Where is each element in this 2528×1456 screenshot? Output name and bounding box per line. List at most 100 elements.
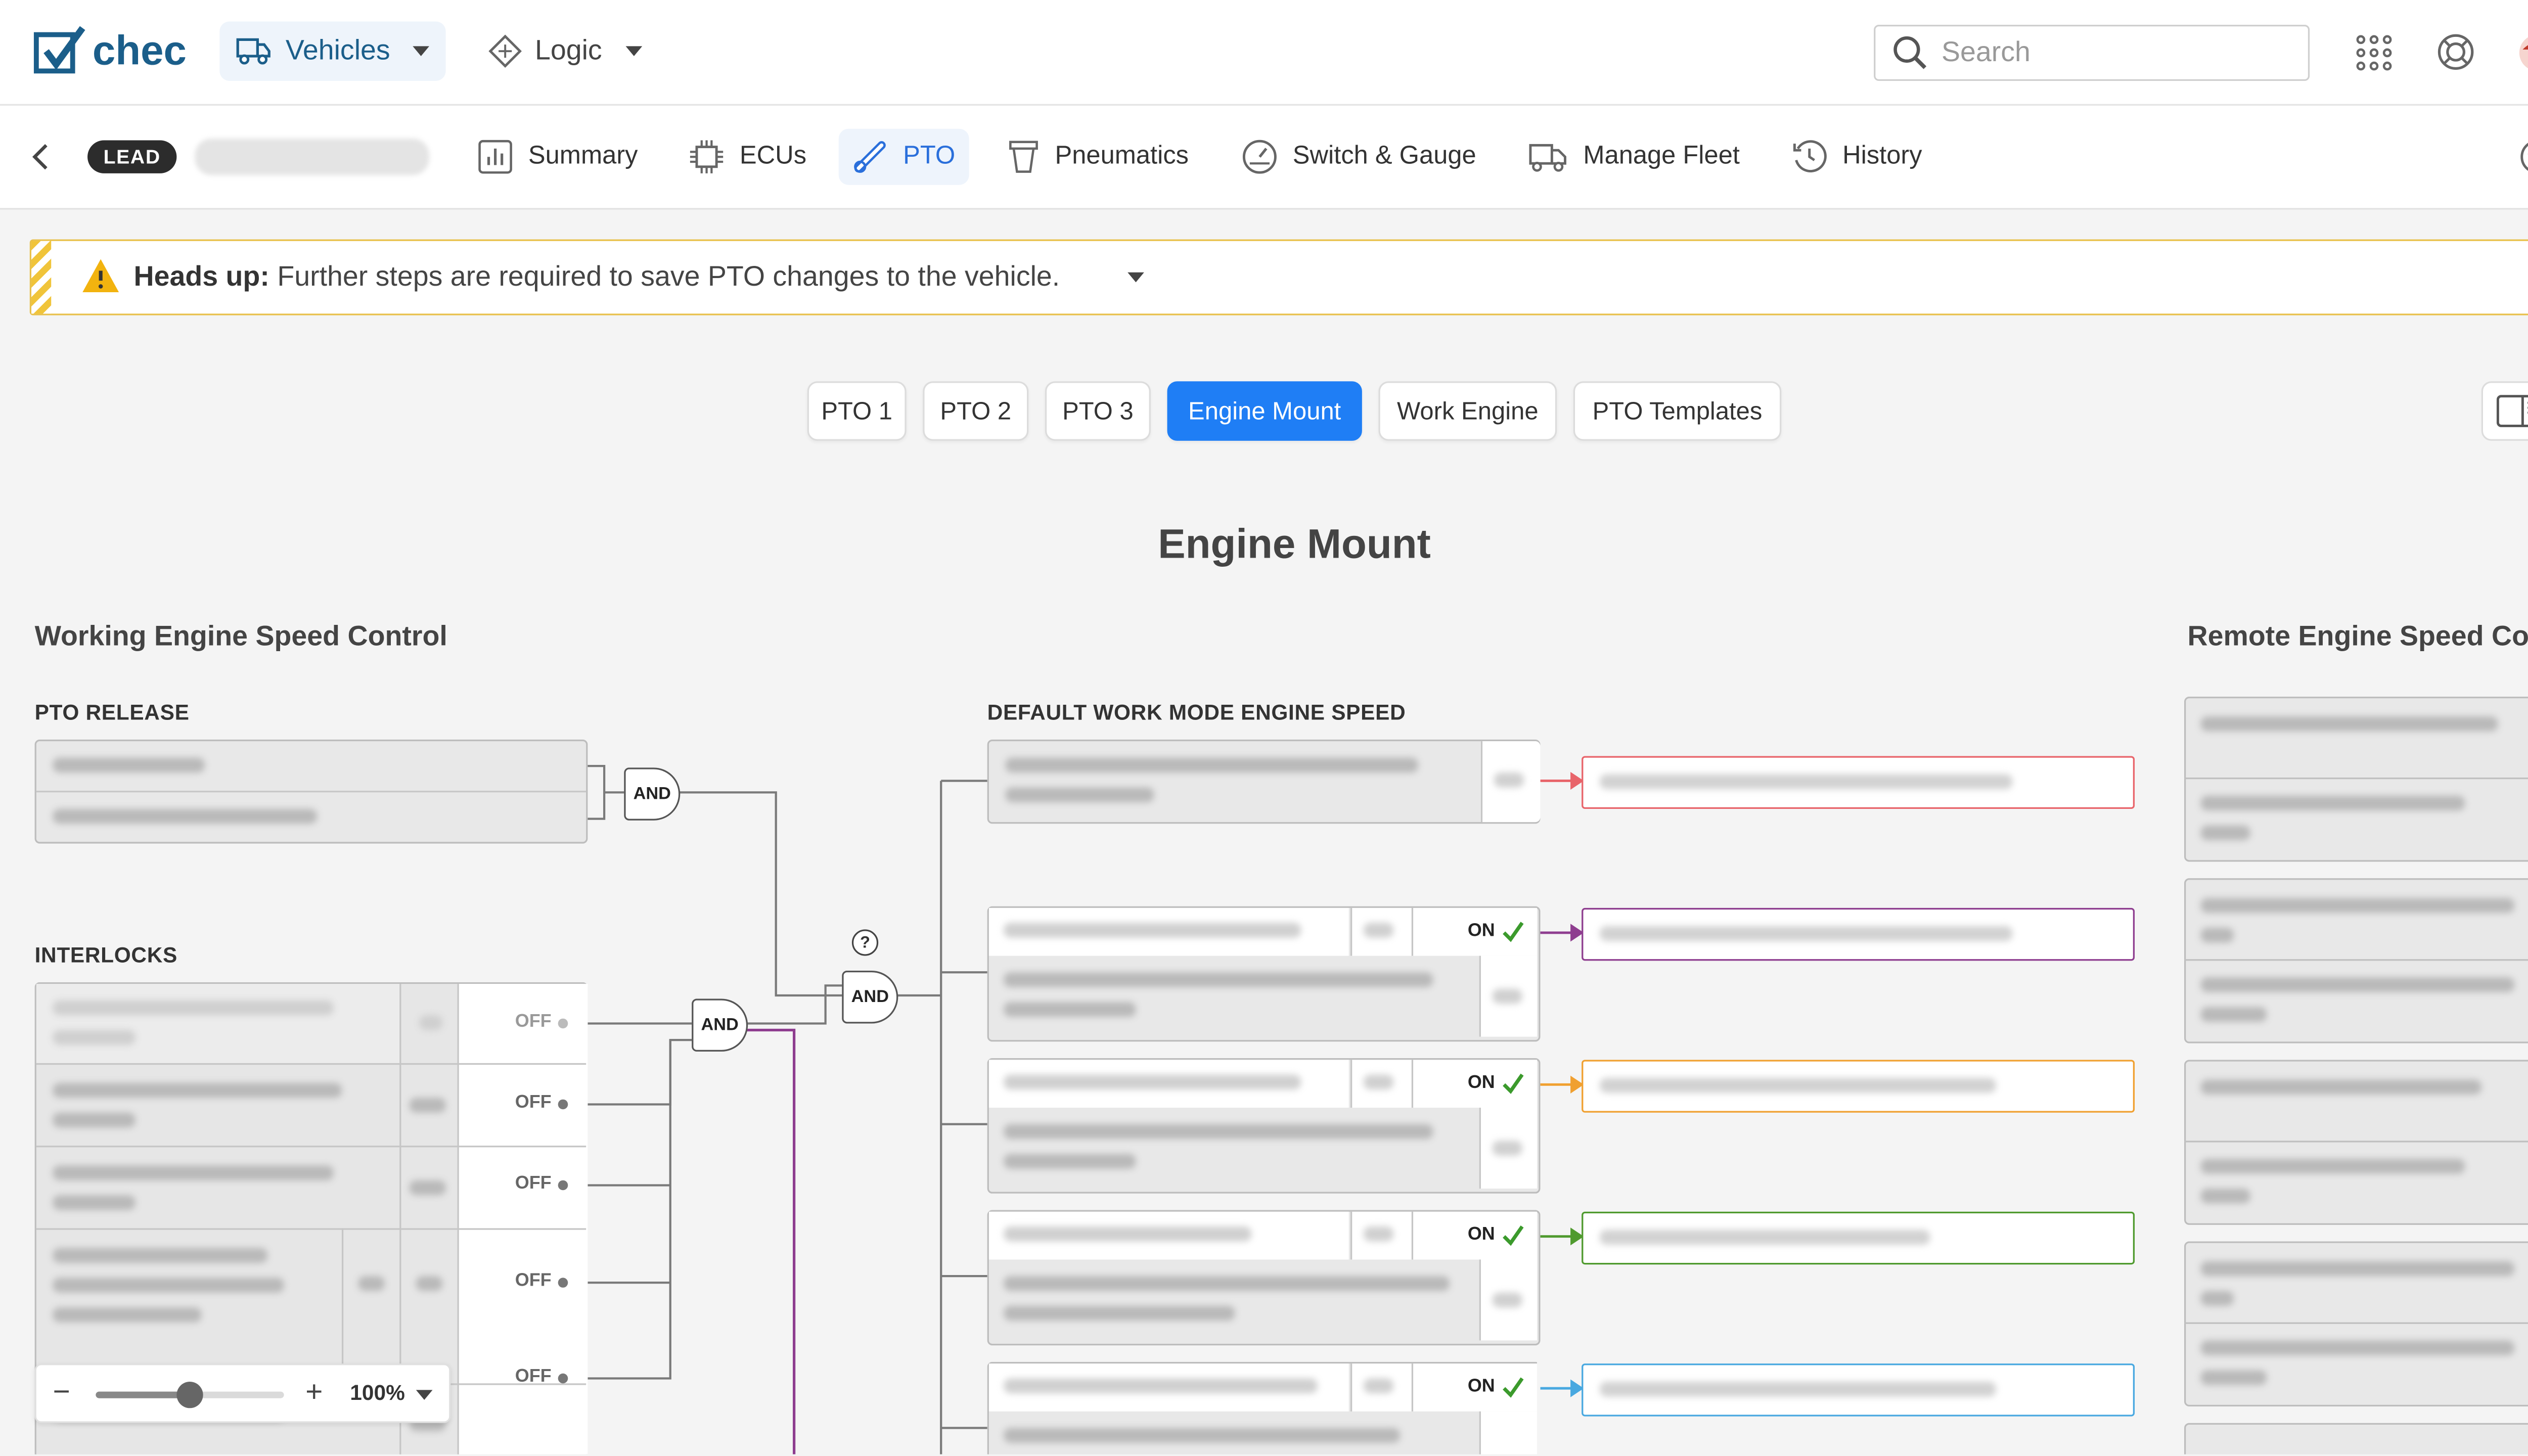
search-input[interactable]: Search: [1941, 36, 2030, 68]
remote-engine-section-title: Remote Engine Speed Contro: [2187, 620, 2528, 652]
working-engine-section-title: Working Engine Speed Control: [34, 620, 447, 652]
help-lifebuoy-icon[interactable]: [2437, 33, 2475, 71]
interlock-state-5: OFF: [515, 1367, 552, 1387]
search-box[interactable]: Search: [1874, 24, 2310, 81]
param-4-state: ON: [1467, 1377, 1495, 1397]
output-param-4[interactable]: [1582, 1363, 2135, 1417]
alert-bold: Heads up:: [133, 260, 269, 292]
state-dot: [558, 1099, 568, 1110]
state-dot: [558, 1180, 568, 1191]
lead-badge: LEAD: [87, 140, 177, 173]
zoom-out-button[interactable]: −: [53, 1375, 70, 1408]
alert-stripe: [31, 241, 52, 314]
zoom-level[interactable]: 100%: [350, 1380, 405, 1405]
param-group-4[interactable]: [987, 1361, 1537, 1454]
bar-chart-icon: [478, 140, 512, 174]
star-favorite-icon[interactable]: [2519, 139, 2528, 175]
interlock-state-4: OFF: [515, 1271, 552, 1291]
state-dot: [558, 1278, 568, 1288]
apps-grid-icon[interactable]: [2356, 35, 2392, 71]
tab-switch-gauge-label: Switch & Gauge: [1292, 142, 1476, 170]
panel-toggle-button[interactable]: [2481, 381, 2528, 441]
param-group-2[interactable]: [987, 1058, 1541, 1194]
back-chevron-icon[interactable]: [30, 142, 53, 172]
tab-pto[interactable]: PTO: [838, 128, 969, 185]
param-group-3[interactable]: [987, 1210, 1541, 1346]
logic-label: Logic: [534, 34, 602, 66]
interlocks-table: [34, 982, 588, 1454]
tab-summary[interactable]: Summary: [464, 129, 651, 185]
output-param-2[interactable]: [1582, 1060, 2135, 1113]
default-work-mode-box[interactable]: [987, 739, 1541, 824]
logic-diamond-icon: [488, 34, 522, 68]
pto-tab-pto-3[interactable]: PTO 3: [1045, 381, 1151, 441]
tab-ecus-label: ECUs: [739, 142, 807, 170]
pto-tab-pto-2[interactable]: PTO 2: [923, 381, 1029, 441]
pto-tab-engine-mount[interactable]: Engine Mount: [1167, 381, 1362, 441]
state-dot: [558, 1373, 568, 1384]
and-gate-interlocks[interactable]: AND: [692, 998, 748, 1052]
check-logo-icon: [33, 26, 85, 74]
tab-summary-label: Summary: [528, 142, 638, 170]
default-work-mode-label: DEFAULT WORK MODE ENGINE SPEED: [987, 700, 1406, 725]
help-icon[interactable]: ?: [851, 929, 879, 956]
vehicles-label: Vehicles: [285, 34, 390, 66]
chevron-down-icon[interactable]: [416, 1390, 433, 1400]
zoom-control: − + 100%: [34, 1363, 451, 1423]
tab-pneumatics-label: Pneumatics: [1055, 142, 1189, 170]
vehicles-dropdown[interactable]: Vehicles: [219, 21, 446, 81]
chevron-down-icon: [413, 46, 430, 57]
and-gate-main[interactable]: AND: [842, 970, 898, 1024]
logo-text: chec: [92, 27, 187, 74]
output-default-speed[interactable]: [1582, 756, 2135, 809]
app-logo[interactable]: chec: [33, 25, 187, 77]
history-icon: [1793, 140, 1827, 172]
warning-icon: [82, 259, 119, 292]
alert-text: Heads up: Further steps are required to …: [133, 261, 1060, 294]
logic-dropdown[interactable]: Logic: [472, 21, 658, 81]
output-param-1[interactable]: [1582, 907, 2135, 961]
heads-up-alert: Heads up: Further steps are required to …: [29, 239, 2528, 315]
tab-pneumatics[interactable]: Pneumatics: [994, 129, 1202, 185]
tab-history[interactable]: History: [1778, 129, 1935, 185]
param-3-state: ON: [1467, 1224, 1495, 1245]
pto-release-label: PTO RELEASE: [34, 700, 190, 725]
interlock-state-3: OFF: [515, 1173, 552, 1194]
alert-expand-chevron-icon[interactable]: [1127, 272, 1144, 283]
output-param-3[interactable]: [1582, 1211, 2135, 1265]
tab-manage-fleet[interactable]: Manage Fleet: [1516, 129, 1753, 185]
alert-message: Further steps are required to save PTO c…: [277, 260, 1060, 292]
chevron-down-icon: [625, 46, 642, 57]
pto-tab-pto-1[interactable]: PTO 1: [807, 381, 907, 441]
pto-tab-work-engine[interactable]: Work Engine: [1378, 381, 1557, 441]
pto-release-box[interactable]: [34, 739, 588, 844]
interlock-state-1: OFF: [515, 1012, 552, 1032]
zoom-in-button[interactable]: +: [305, 1375, 323, 1408]
gauge-icon: [1242, 140, 1277, 174]
tab-manage-fleet-label: Manage Fleet: [1583, 142, 1740, 170]
remote-engine-panel: [2184, 696, 2528, 1454]
user-avatar[interactable]: [2518, 33, 2528, 72]
search-icon: [1893, 36, 1927, 69]
tab-pto-label: PTO: [903, 142, 956, 170]
tab-history-label: History: [1842, 142, 1922, 170]
pto-tab-templates[interactable]: PTO Templates: [1573, 381, 1782, 441]
interlock-state-2: OFF: [515, 1093, 552, 1113]
zoom-slider-fill: [96, 1391, 190, 1398]
param-group-1[interactable]: [987, 906, 1541, 1042]
state-dot: [558, 1018, 568, 1029]
sidebar-panel-icon: [2496, 395, 2528, 427]
cylinder-icon: [1009, 141, 1038, 173]
and-gate-release[interactable]: AND: [624, 767, 681, 821]
page-title: Engine Mount: [1158, 521, 1431, 568]
truck-icon: [1529, 144, 1566, 172]
tab-ecus[interactable]: ECUs: [675, 129, 820, 185]
top-bar: chec Vehicles Logic S: [0, 0, 2528, 106]
zoom-slider-handle[interactable]: [176, 1382, 203, 1408]
vehicle-name-redacted: [195, 139, 429, 175]
pto-icon: [854, 141, 886, 173]
chip-icon: [690, 140, 724, 173]
param-2-state: ON: [1467, 1073, 1495, 1093]
tab-switch-gauge[interactable]: Switch & Gauge: [1228, 129, 1489, 185]
truck-icon: [236, 38, 270, 65]
